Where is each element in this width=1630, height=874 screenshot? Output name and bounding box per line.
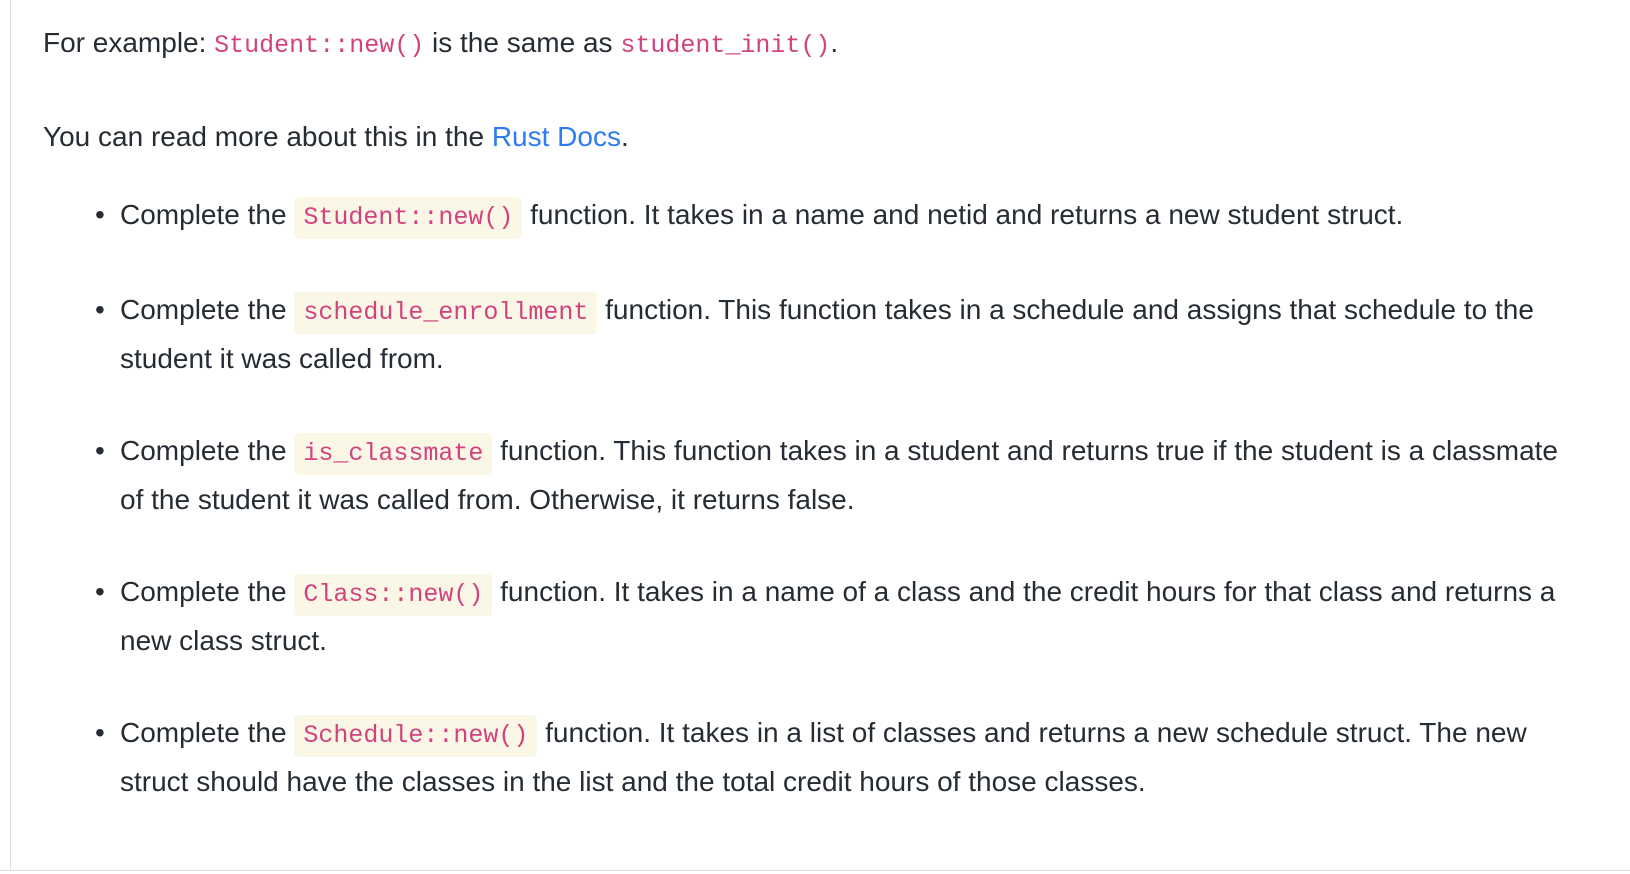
pane-bottom-border [0,870,1630,871]
inline-code: student_init() [620,31,831,60]
text-run: You can read more about this in the [43,121,492,152]
paragraph-example: For example: Student::new() is the same … [43,20,1586,69]
inline-code: is_classmate [294,433,493,475]
text-run: Complete the [120,576,295,607]
bullet-marker: • [95,435,105,466]
list-item-is-classmate: • Complete the is_classmate function. Thi… [43,428,1586,523]
list-item-schedule-new: • Complete the Schedule::new() function. … [43,710,1586,805]
task-list: •Complete the Student::new() function. I… [43,192,1586,805]
bullet-marker: • [95,294,105,325]
list-item-student-new: • Complete the Student::new() function. I… [43,192,1586,241]
text-run: Complete the [120,294,295,325]
text-run: . [830,27,839,58]
text-run: function. It takes in a name and netid a… [522,199,1404,230]
text-run: function. This function takes in a stude… [120,435,1558,515]
text-run: function. It takes in a list of classes … [120,717,1527,797]
text-run: Complete the [120,199,295,230]
bullet-marker: • [95,576,105,607]
text-run: Complete the [120,717,295,748]
inline-code: Class::new() [294,574,493,616]
text-run: function. This function takes in a sched… [120,294,1534,374]
list-item-schedule-enrollment: • Complete the schedule_enrollment functi… [43,287,1586,382]
text-run: . [620,121,629,152]
inline-code: schedule_enrollment [294,292,598,334]
inline-code: Student::new() [214,31,425,60]
text-run: For example: [43,27,215,58]
text-run: is the same as [424,27,621,58]
pane-left-border [10,0,11,870]
bullet-marker: • [95,199,105,230]
document-content: For example: Student::new() is the same … [43,20,1586,805]
rust-docs-link[interactable]: Rust Docs [491,121,621,152]
paragraph-read-more: You can read more about this in the Rust… [43,114,1586,160]
bullet-marker: • [95,717,105,748]
list-item-class-new: • Complete the Class::new() function. It … [43,569,1586,664]
text-run: function. It takes in a name of a class … [120,576,1556,656]
text-run: Complete the [120,435,295,466]
inline-code: Student::new() [294,197,523,239]
inline-code: Schedule::new() [294,715,538,757]
